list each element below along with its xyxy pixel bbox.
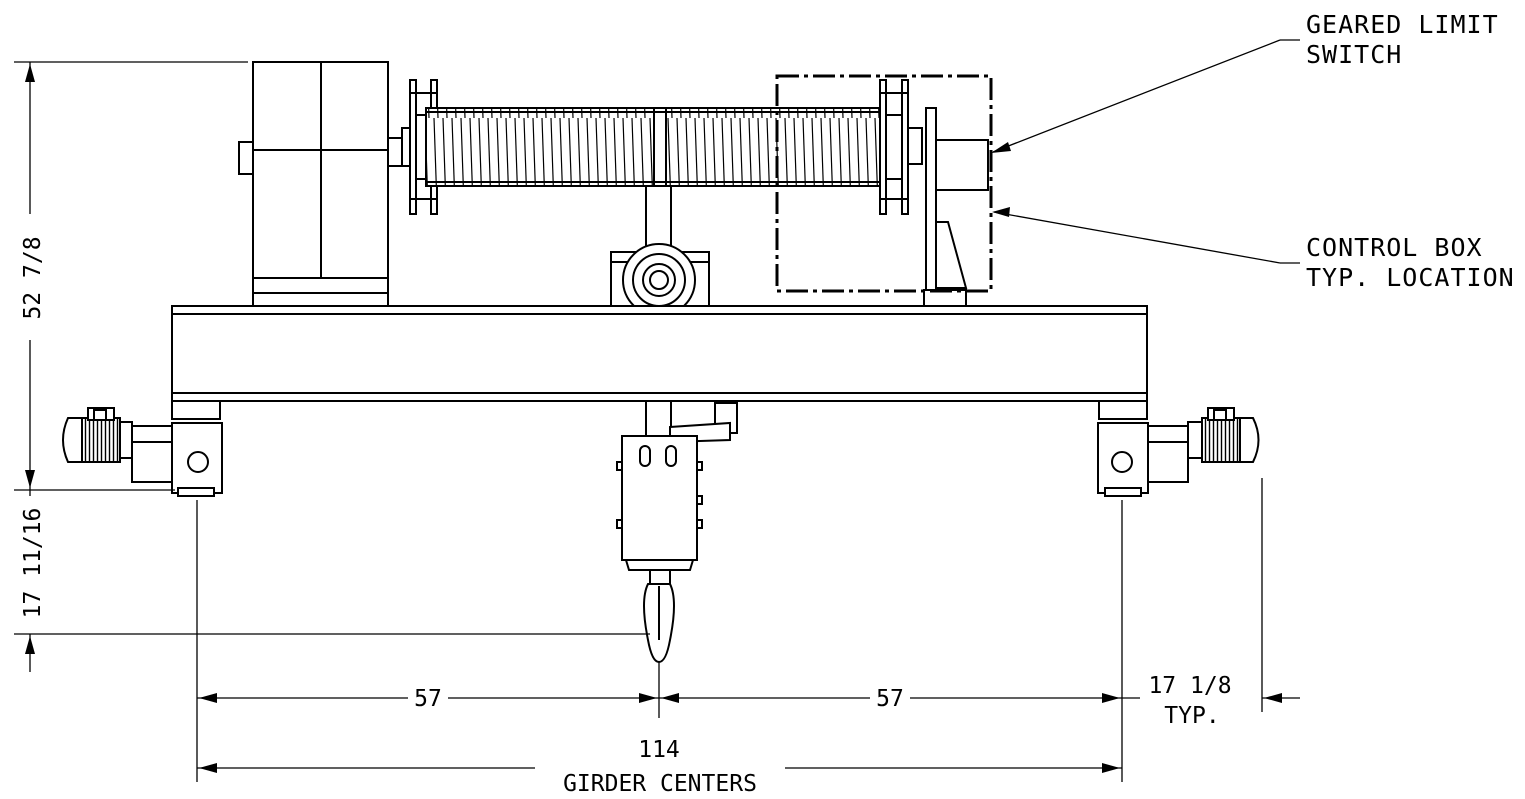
end-truck-value: 17 1/8 — [1148, 673, 1231, 699]
dimension-spans — [196, 478, 1300, 782]
overall-height-label: 52 7/8 — [20, 236, 46, 319]
geared-limit-switch-label-line1: GEARED LIMIT — [1306, 10, 1499, 39]
girder-centers-label: GIRDER CENTERS — [563, 771, 757, 797]
girder-centers-value: 114 — [638, 737, 680, 763]
trolley-frame — [171, 305, 1148, 445]
callout-leaders — [991, 39, 1300, 264]
control-box-label-line2: TYP. LOCATION — [1306, 263, 1515, 292]
load-block — [616, 435, 703, 571]
hook — [643, 569, 675, 664]
control-box-label-line1: CONTROL BOX — [1306, 233, 1483, 262]
dimension-hook-drop — [14, 490, 650, 672]
rope-sheave-assembly — [610, 186, 710, 317]
geared-limit-switch-label-line2: SWITCH — [1306, 40, 1402, 69]
hook-drop-label: 17 11/16 — [20, 508, 46, 619]
right-traverse-drive — [1097, 407, 1260, 497]
wire-rope-drum — [401, 79, 923, 215]
left-traverse-drive — [62, 407, 223, 497]
end-truck-note: TYP. — [1164, 703, 1219, 729]
left-half-span-label: 57 — [414, 686, 442, 712]
dimension-overall-height — [14, 61, 248, 491]
right-half-span-label: 57 — [876, 686, 904, 712]
limit-switch-bracket — [923, 107, 989, 307]
control-box-outline — [775, 74, 993, 293]
hoist-motor — [238, 61, 403, 307]
